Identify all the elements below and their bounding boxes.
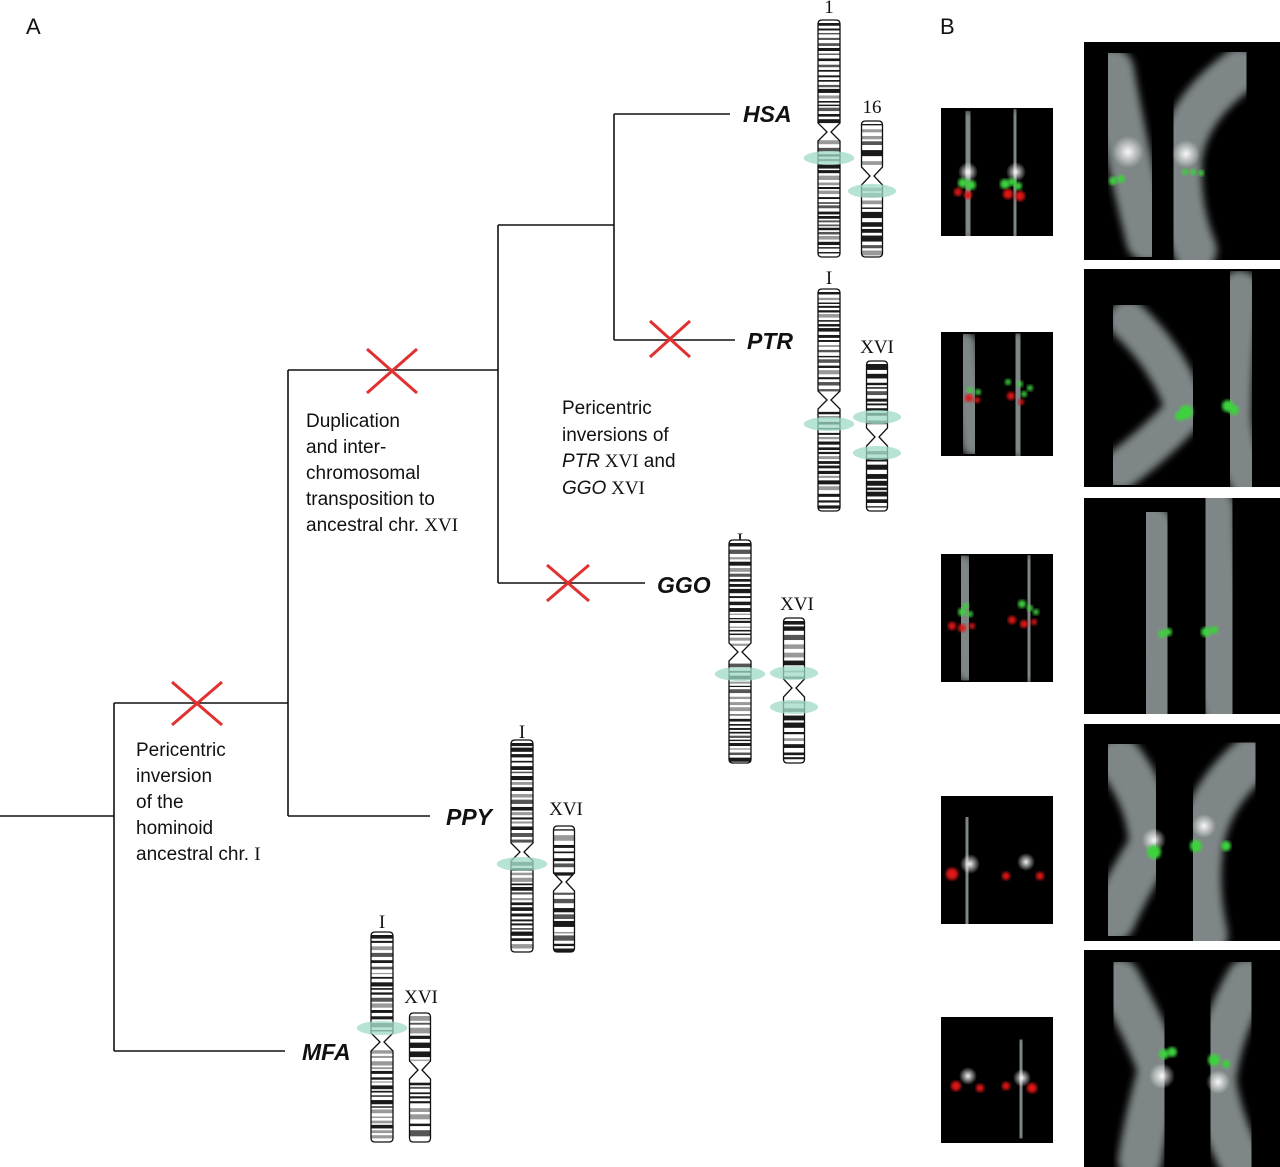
fish-large-ggo [1084,498,1280,714]
probe-highlight [803,151,855,165]
chromosome-label-mfa-xvi: XVI [404,987,438,1008]
svg-text:Pericentric: Pericentric [562,398,652,419]
phylogenetic-tree [0,113,735,1052]
chromosome-ggo-xvi [769,617,819,764]
fish-large-hsa [1084,42,1280,260]
chromosome-mfa-xvi [408,1012,432,1143]
fish-large-ptr [1084,269,1280,487]
probe-highlight [714,667,766,681]
fish-large-ppy [1084,724,1280,941]
inversion-event-cross-ptr [648,319,692,359]
chromosome-label-ggo-xvi: XVI [780,594,814,615]
svg-text:Pericentric: Pericentric [136,740,226,761]
svg-text:ancestral chr. XVI: ancestral chr. XVI [306,515,458,536]
species-label-ggo: GGO [657,572,711,598]
panel-label-a: A [26,14,41,39]
svg-text:ancestral chr. I: ancestral chr. I [136,844,261,865]
svg-text:GGO XVI: GGO XVI [562,478,645,499]
chromosome-label-ptr-xvi: XVI [860,337,894,358]
note-duplication: Duplication and inter- chromosomal trans… [306,411,458,536]
chromosome-hsa-1 [803,19,855,258]
svg-text:and inter-: and inter- [306,437,386,458]
svg-text:inversions of: inversions of [562,425,669,446]
probe-highlight [356,1021,408,1035]
svg-text:Duplication: Duplication [306,411,400,432]
chromosome-label-hsa-1: 1 [824,0,834,18]
fish-large-mfa [1084,950,1280,1167]
inversion-event-cross-ggo [546,563,590,603]
species-label-ppy: PPY [446,804,495,830]
chromosome-ppy-xvi [552,825,576,953]
species-label-ptr: PTR [747,328,793,354]
svg-text:inversion: inversion [136,766,212,787]
fish-small-ggo [941,554,1053,682]
chromosome-ideograms [356,19,902,1143]
chromosome-label-ppy-i: I [519,722,525,743]
chromosome-label-mfa-i: I [379,912,385,933]
chromosome-mfa-i [356,931,408,1143]
probe-highlight [769,700,819,714]
chromosome-ptr-xvi [852,360,902,512]
fish-small-hsa [941,108,1053,236]
probe-highlight [496,857,548,871]
chromosome-ppy-i [496,739,548,953]
chromosome-hsa-16 [847,120,897,258]
species-label-hsa: HSA [743,101,792,127]
svg-text:hominoid: hominoid [136,818,213,839]
chromosome-ptr-i [803,288,855,512]
svg-text:transposition to: transposition to [306,489,435,510]
fish-micrographs [941,42,1280,1167]
fish-small-mfa [941,1017,1053,1143]
note-pericentric-hominoid: Pericentric inversion of the hominoid an… [136,740,261,865]
probe-highlight [803,417,855,431]
probe-highlight [847,184,897,198]
svg-text:PTR XVI and: PTR XVI and [562,451,676,472]
inversion-event-cross-hominoid [171,680,223,727]
chromosome-label-ptr-i: I [826,268,832,289]
svg-text:of the: of the [136,792,184,813]
probe-highlight [852,410,902,424]
panel-label-b: B [940,14,955,39]
probe-highlight [769,666,819,680]
fish-small-ppy [941,796,1053,924]
species-label-mfa: MFA [302,1039,351,1065]
chromosome-ggo-i [714,539,766,764]
svg-text:chromosomal: chromosomal [306,463,420,484]
fish-small-ptr [941,332,1053,456]
note-pericentric-ptr-ggo: Pericentric inversions of PTR XVI and GG… [562,398,676,499]
chromosome-label-ppy-xvi: XVI [549,799,583,820]
inversion-event-cross-duplication [366,347,418,395]
probe-highlight [852,446,902,460]
chromosome-label-hsa-16: 16 [863,97,882,118]
